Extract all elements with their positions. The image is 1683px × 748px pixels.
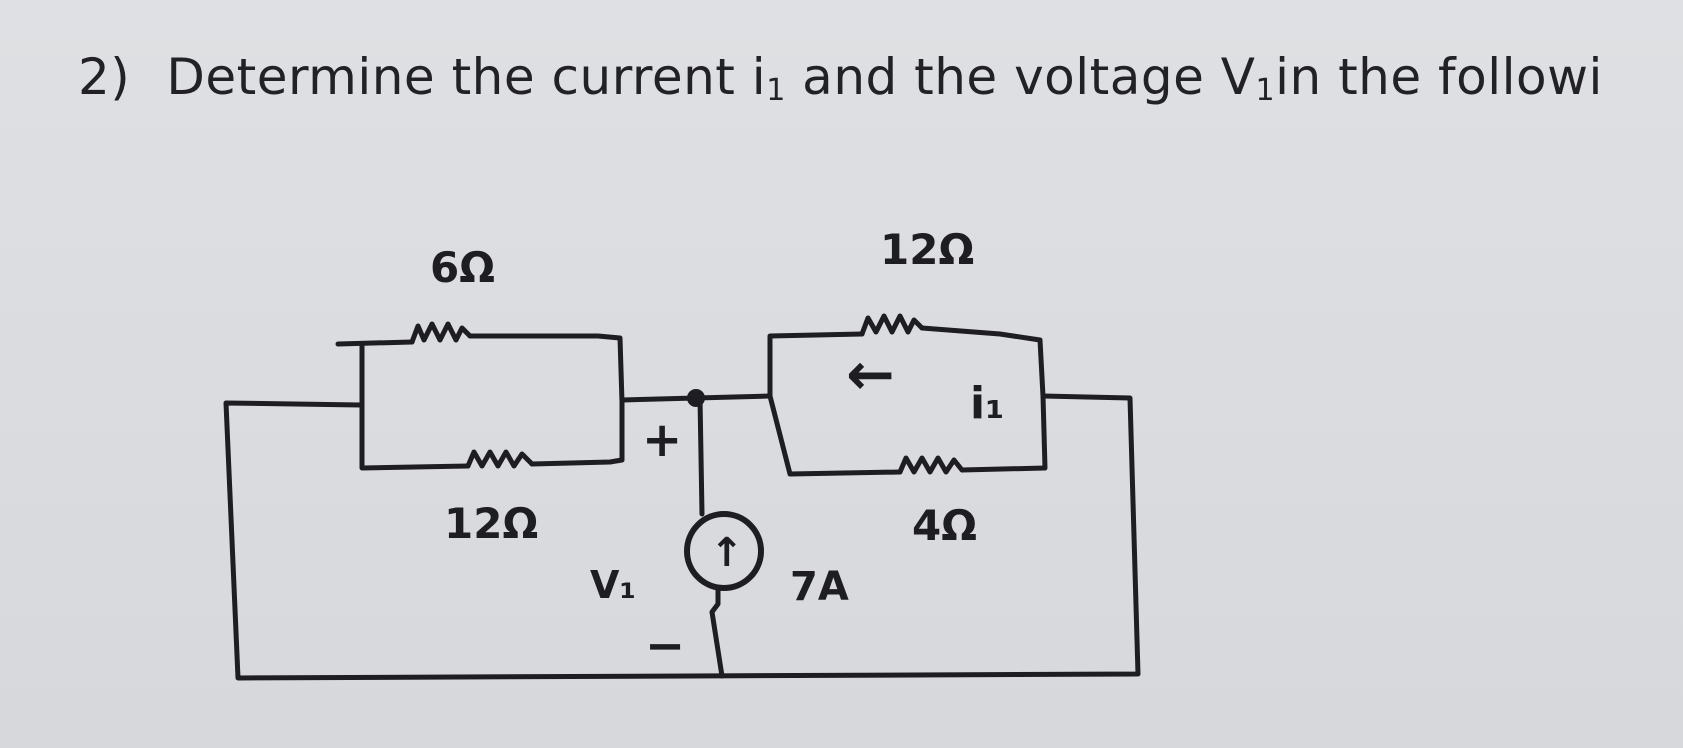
right-parallel-top-wire-right bbox=[919, 325, 1046, 399]
resistor-6-label: 6Ω bbox=[430, 243, 495, 292]
resistor-6-zigzag bbox=[409, 321, 473, 345]
question-text-after: in the followi bbox=[1275, 48, 1603, 106]
question-text-before: Determine the current i bbox=[166, 48, 767, 106]
right-parallel-left-wire bbox=[767, 331, 865, 399]
resistor-4-label: 4Ω bbox=[912, 501, 977, 550]
left-parallel-left-wire bbox=[359, 341, 471, 471]
left-parallel-top-wire-right bbox=[467, 333, 625, 405]
source-bottom-wire bbox=[709, 585, 725, 679]
voltage-label: V₁ bbox=[590, 563, 636, 607]
left-parallel-top-wire bbox=[335, 339, 415, 347]
current-label: i₁ bbox=[970, 378, 1004, 429]
voltage-subscript: 1 bbox=[1255, 73, 1276, 108]
question-text: 2)Determine the current i1 and the volta… bbox=[78, 48, 1603, 108]
right-parallel-bottom-left-wire bbox=[767, 393, 903, 477]
source-arrow-icon: ↑ bbox=[710, 530, 744, 576]
current-source-circle bbox=[684, 511, 764, 591]
minus-sign: − bbox=[645, 618, 685, 674]
resistor-12-left-zigzag bbox=[465, 449, 535, 469]
resistor-12-top-zigzag bbox=[859, 313, 925, 337]
current-direction-arrow-icon: ← bbox=[846, 340, 895, 408]
resistor-4-zigzag bbox=[897, 455, 965, 475]
question-number: 2) bbox=[78, 48, 131, 106]
source-value-label: 7A bbox=[790, 564, 849, 610]
question-text-mid: and the voltage V bbox=[785, 48, 1256, 106]
outer-wire bbox=[223, 393, 1141, 681]
resistor-12-top-label: 12Ω bbox=[880, 225, 974, 274]
resistor-12-left-label: 12Ω bbox=[444, 499, 538, 548]
current-subscript: 1 bbox=[766, 73, 786, 108]
left-parallel-bottom-wire-right bbox=[529, 399, 625, 467]
source-top-wire bbox=[697, 395, 705, 517]
right-parallel-bottom-wire-right bbox=[959, 393, 1048, 473]
plus-sign: + bbox=[642, 412, 682, 468]
